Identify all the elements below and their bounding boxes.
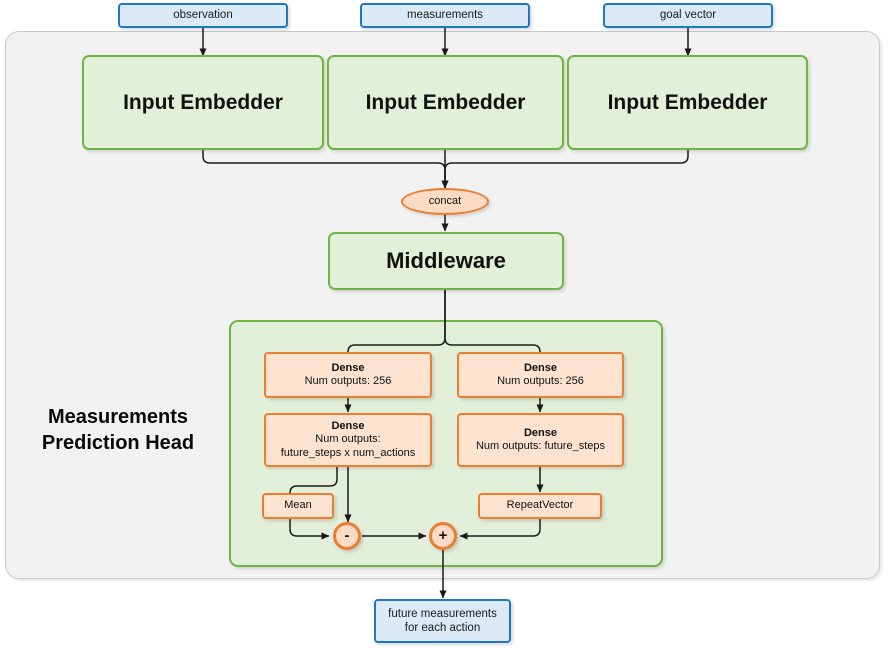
- input-label-measurements-text: measurements: [406, 9, 484, 22]
- right-dense-256-title: Dense: [523, 361, 558, 374]
- left-dense-future-title: Dense: [331, 419, 365, 432]
- input-embedder-measurements[interactable]: Input Embedder: [327, 55, 564, 150]
- left-dense-future-steps-num-actions[interactable]: Dense Num outputs: future_steps x num_ac…: [264, 413, 432, 467]
- right-dense-future-detail: Num outputs: future_steps: [475, 440, 605, 452]
- right-dense-256[interactable]: Dense Num outputs: 256: [457, 352, 624, 398]
- input-label-observation[interactable]: observation: [118, 3, 288, 28]
- measurements-prediction-head-title: Measurements Prediction Head: [18, 405, 218, 456]
- input-embedder-measurements-label: Input Embedder: [365, 90, 526, 114]
- right-dense-future-title: Dense: [523, 426, 558, 439]
- concat-node[interactable]: concat: [401, 188, 489, 215]
- left-dense-256-title: Dense: [331, 361, 365, 374]
- input-label-goal-vector[interactable]: goal vector: [603, 3, 773, 28]
- input-embedder-observation-label: Input Embedder: [123, 90, 283, 114]
- left-dense-256[interactable]: Dense Num outputs: 256: [264, 352, 432, 398]
- mean-block[interactable]: Mean: [262, 493, 334, 519]
- input-label-observation-text: observation: [173, 9, 233, 22]
- left-dense-future-detail-1: Num outputs:: [315, 433, 381, 446]
- middleware-block[interactable]: Middleware: [328, 232, 564, 290]
- output-future-measurements[interactable]: future measurements for each action: [374, 599, 511, 643]
- subtract-operator-node[interactable]: -: [333, 522, 361, 550]
- right-dense-future-steps[interactable]: Dense Num outputs: future_steps: [457, 413, 624, 467]
- input-label-measurements[interactable]: measurements: [360, 3, 530, 28]
- head-title-line-1: Measurements: [47, 406, 189, 428]
- input-embedder-goal-vector[interactable]: Input Embedder: [567, 55, 808, 150]
- head-title-line-2: Prediction Head: [41, 431, 195, 454]
- concat-node-label: concat: [428, 194, 462, 207]
- left-dense-future-detail-2: future_steps x num_actions: [280, 446, 416, 459]
- add-operator-node[interactable]: +: [429, 522, 457, 550]
- left-dense-256-detail: Num outputs: 256: [304, 375, 392, 387]
- middleware-label: Middleware: [386, 247, 506, 273]
- input-embedder-observation[interactable]: Input Embedder: [82, 55, 324, 150]
- mean-block-label: Mean: [284, 499, 312, 512]
- repeat-vector-block[interactable]: RepeatVector: [478, 493, 602, 519]
- repeat-vector-label: RepeatVector: [506, 499, 574, 512]
- input-label-goal-vector-text: goal vector: [659, 9, 717, 22]
- subtract-operator-symbol: -: [344, 526, 350, 544]
- input-embedder-goal-vector-label: Input Embedder: [607, 90, 768, 114]
- right-dense-256-detail: Num outputs: 256: [497, 375, 584, 387]
- output-line-2: for each action: [404, 622, 481, 634]
- add-operator-symbol: +: [438, 526, 448, 544]
- output-line-1: future measurements: [388, 607, 497, 620]
